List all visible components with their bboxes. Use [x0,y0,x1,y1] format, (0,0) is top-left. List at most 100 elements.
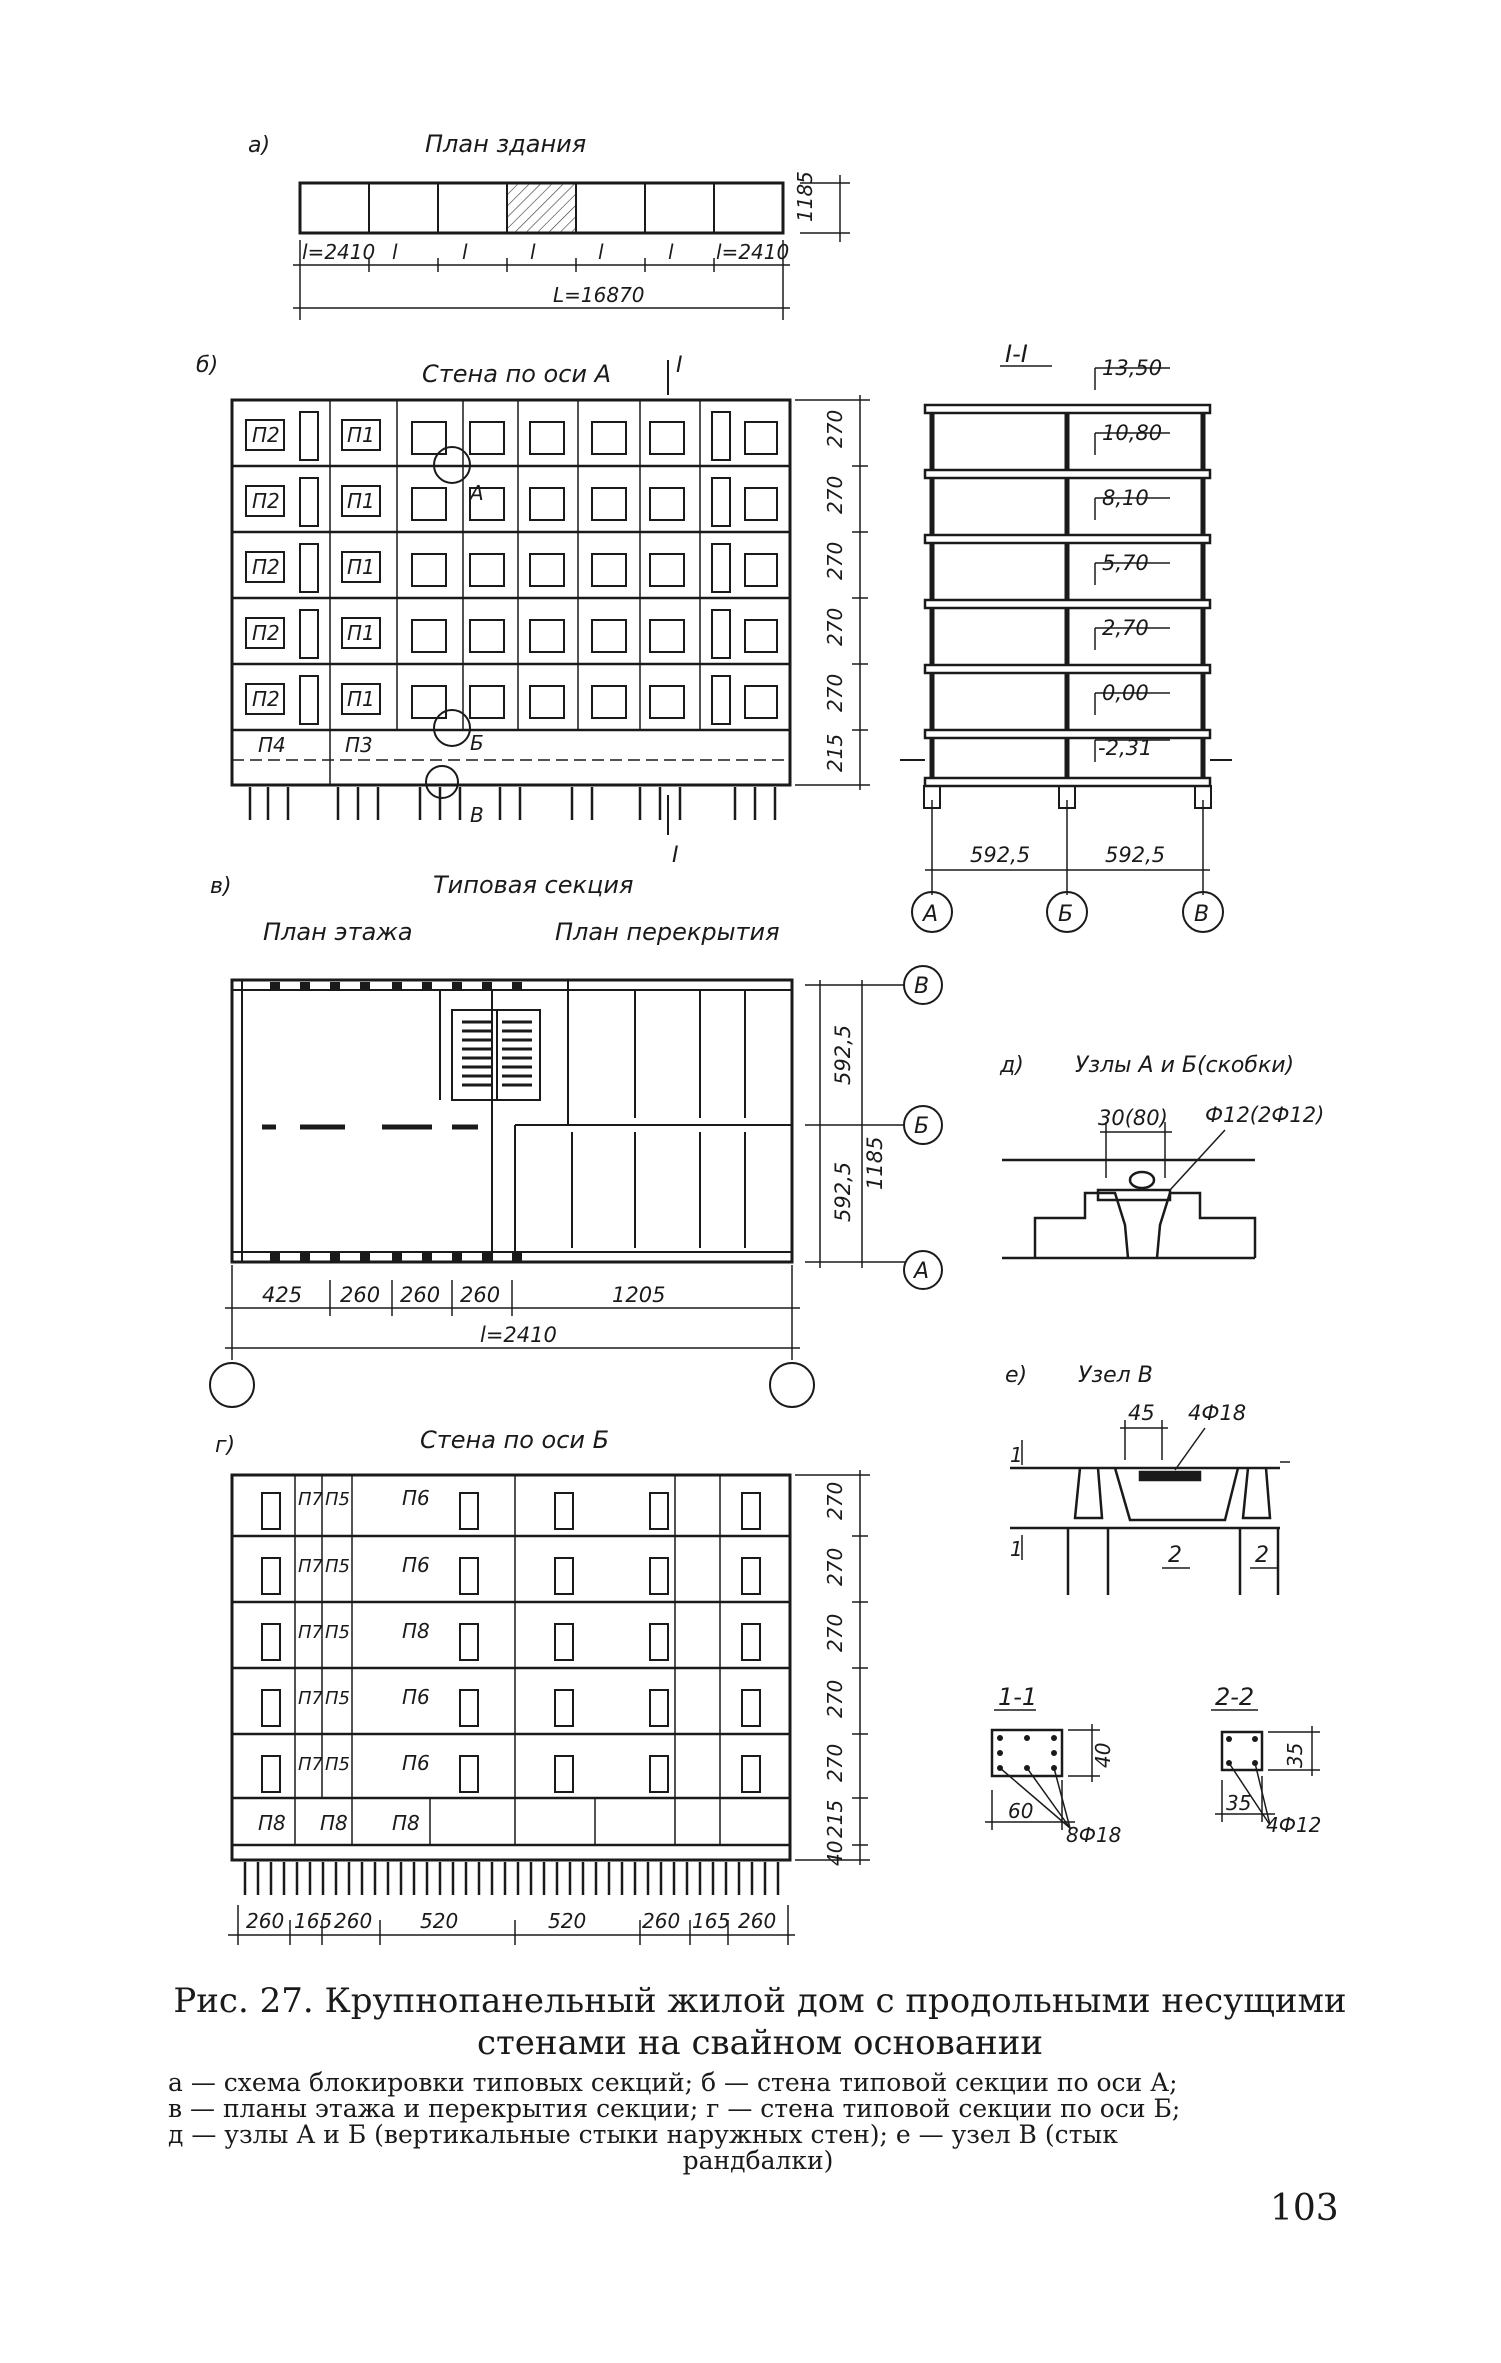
wall-a-label: П1 [347,621,375,645]
window [459,1755,479,1793]
panel-frame [245,683,285,715]
wall-b-label: П5 [325,1556,350,1577]
panel-b-title: Стена по оси А [422,360,611,388]
window [459,1623,479,1661]
panel-e-letter: е) [1005,1363,1027,1388]
wall-b-bottom-dim: 165 [692,1909,730,1933]
section-22-rebar: 4Ф12 [1266,1813,1321,1837]
wall-a-label: П2 [252,555,280,579]
panel-g-wall-axis-b: г) Стена по оси Б П7 П5 П6 П7 П5 П6 П7 П… [215,1426,870,1945]
panel-a-width-label: 1185 [793,171,817,222]
window [591,685,627,719]
node-e-dim: 45 [1128,1401,1155,1425]
bay-label-7: l=2410 [716,240,789,264]
window [741,1755,761,1793]
narrow-window [711,477,731,527]
window [459,1689,479,1727]
window [529,553,565,587]
window [744,421,778,455]
window [649,619,685,653]
panel-v-typical-section: в) Типовая секция План этажа План перекр… [209,871,943,1408]
node-d-dim: 30(80) [1098,1106,1168,1130]
wall-b-height: 270 [823,1548,847,1586]
narrow-window [299,675,319,725]
node-label-a: А [468,481,484,505]
figure-27-drawing: а) План здания 1185 l=2410 l l l l l [196,130,1324,1945]
window [744,619,778,653]
wall-a-label: П1 [347,489,375,513]
wall-b-label: П7 [298,1489,324,1510]
typical-section-hatch [506,182,577,234]
window [469,619,505,653]
panel-d-title: Узлы А и Б(скобки) [1075,1053,1294,1078]
node-label-v: В [470,803,484,827]
narrow-window [711,675,731,725]
plan-total-dim: l=2410 [480,1323,557,1347]
panel-frame [341,683,381,715]
window [649,487,685,521]
caption-legend-line: рандбалки) [682,2146,834,2175]
floor-slab [923,468,1212,480]
wall-a-label: П2 [252,489,280,513]
window [741,1492,761,1530]
panel-b-letter: б) [196,353,218,378]
wall-joint [300,982,310,990]
wall-a-height: 270 [823,674,847,712]
wall-joint [482,1253,492,1261]
node-label-b: Б [470,731,484,755]
section-title: I-I [1005,340,1028,368]
bay-label-3: l [462,240,468,264]
window [741,1689,761,1727]
window [554,1557,574,1595]
window [469,421,505,455]
window [261,1557,281,1595]
window [591,421,627,455]
panel-frame [245,617,285,649]
wall-b-bottom-dim: 520 [548,1909,586,1933]
panel-frame [245,485,285,517]
node-e-rebar: 4Ф18 [1188,1401,1246,1425]
narrow-window [711,543,731,593]
wall-joint [512,982,522,990]
stair-steps [462,1020,532,1087]
window [411,553,447,587]
section-axis-a: А [921,902,938,927]
plan-bottom-dim: 260 [340,1283,380,1307]
level-label: 8,10 [1102,486,1149,510]
wall-b-bottom-dim: 260 [738,1909,776,1933]
window [649,421,685,455]
window [649,1492,669,1530]
node-e-mark: 1 [1010,1537,1023,1561]
panel-frame [341,419,381,451]
wall-b-label: П5 [325,1489,350,1510]
plan-bottom-dim: 1205 [612,1283,665,1307]
section-22-width: 35 [1226,1791,1251,1815]
plan-axis-v: В [914,974,929,999]
panel-d-letter: д) [999,1053,1024,1078]
window [591,553,627,587]
wall-a-height: 270 [823,542,847,580]
window [554,1689,574,1727]
panel-g-letter: г) [215,1433,235,1458]
wall-b-label: П5 [325,1622,350,1643]
level-label: 10,80 [1102,421,1162,445]
wall-b-label: П7 [298,1622,324,1643]
wall-b-label: П7 [298,1688,324,1709]
wall-a-panel-labels: П2 П1 П2 П1 П2 П1 П2 П1 П2 П1 П4 П3 [252,423,375,757]
floor-slab [923,776,1212,788]
slab-plan-title: План перекрытия [555,918,780,946]
plan-dim-total: 1185 [863,1137,887,1190]
span-label-2: 592,5 [1105,843,1165,867]
wall-joint [270,982,280,990]
wall-a-label: П2 [252,621,280,645]
wall-joint [392,1253,402,1261]
window [741,1557,761,1595]
span-label-1: 592,5 [970,843,1030,867]
window [741,1623,761,1661]
window [744,553,778,587]
window [459,1557,479,1595]
floor-slab [923,598,1212,610]
section-floors [900,367,1232,809]
wall-b-height: 215 [823,1800,847,1838]
floor-slab [923,728,1212,740]
